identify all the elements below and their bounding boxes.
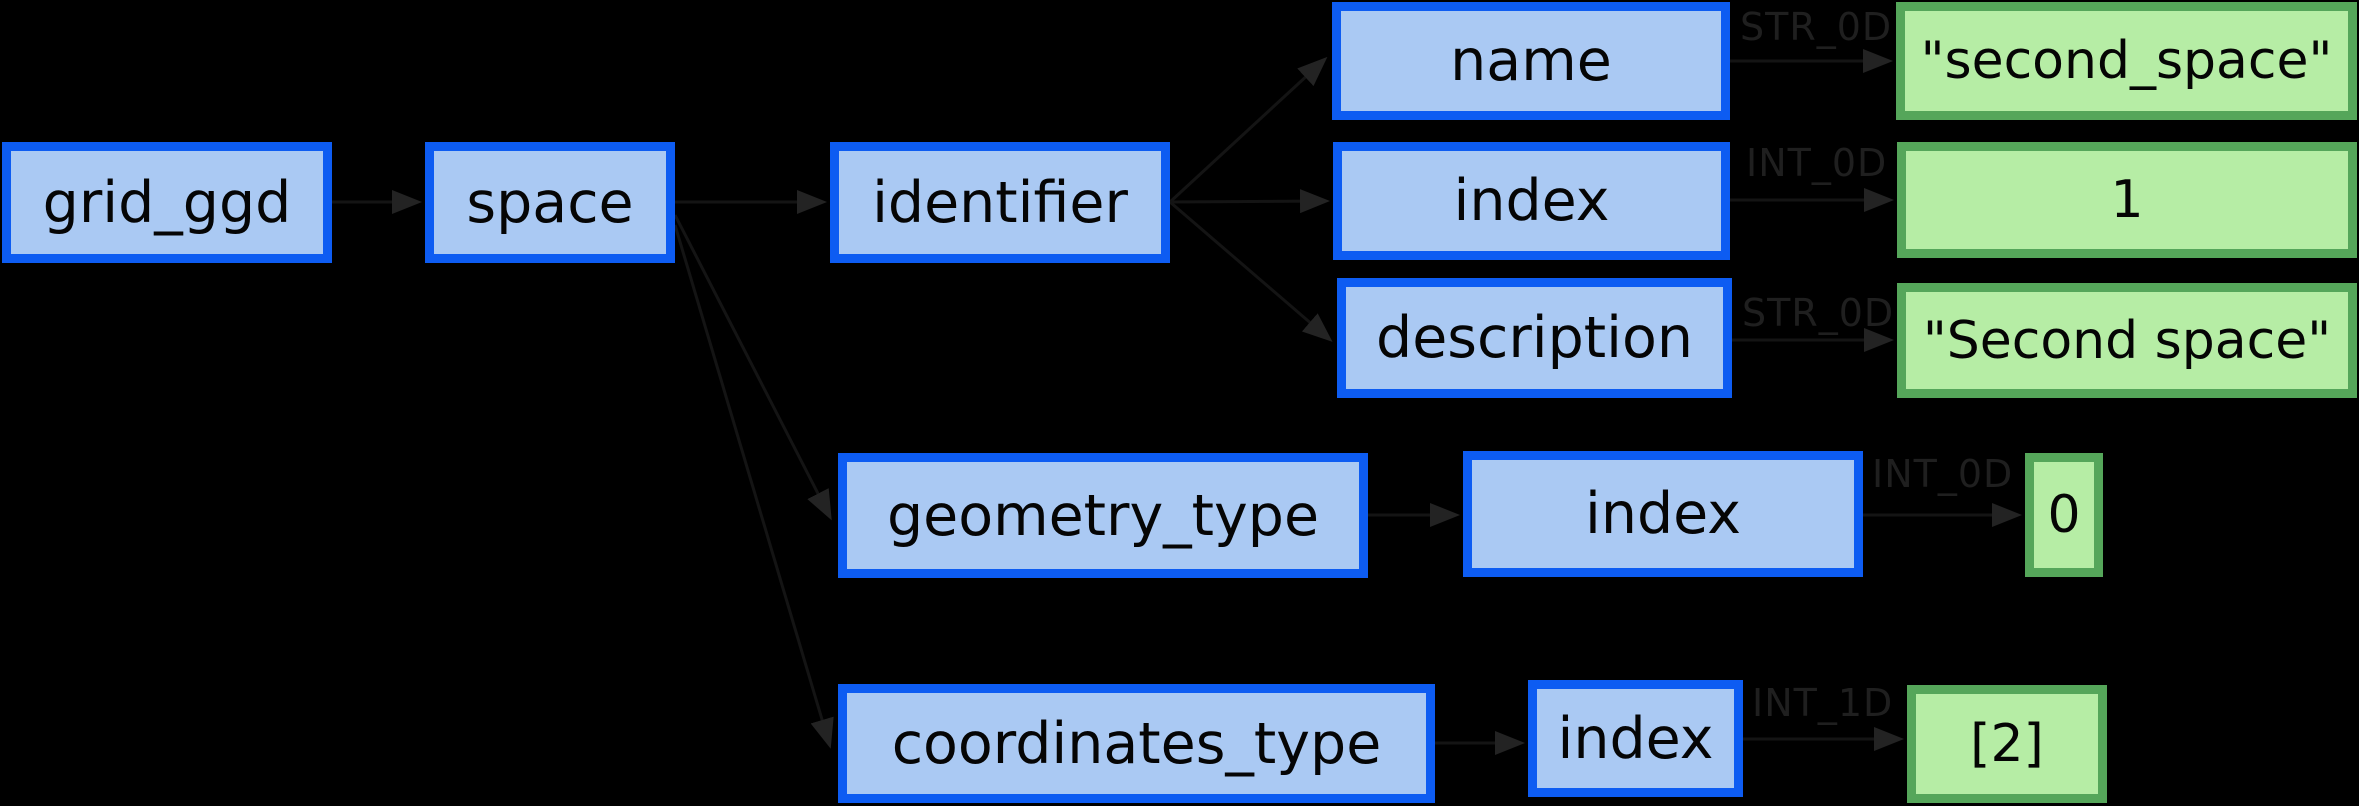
value-geometry-index-0: 0 <box>2025 453 2103 577</box>
node-grid-ggd: grid_ggd <box>2 142 332 263</box>
value-coordinates-index-2: [2] <box>1907 685 2107 803</box>
node-description: description <box>1337 278 1732 398</box>
node-coordinates-type: coordinates_type <box>838 684 1435 803</box>
node-name: name <box>1332 2 1730 120</box>
node-identifier: identifier <box>830 142 1170 263</box>
node-coordinates-type-index: index <box>1528 680 1743 797</box>
edge-label-str0d-name: STR_0D <box>1740 5 1893 49</box>
edge-label-int1d-coordinates: INT_1D <box>1752 681 1894 725</box>
edge-label-int0d-index: INT_0D <box>1746 141 1888 185</box>
node-identifier-index: index <box>1333 142 1730 260</box>
node-geometry-type-index: index <box>1463 451 1863 577</box>
edge-label-str0d-description: STR_0D <box>1742 291 1895 335</box>
value-name-second-space: "second_space" <box>1896 2 2357 120</box>
node-geometry-type: geometry_type <box>838 453 1368 578</box>
edge-label-int0d-geometry: INT_0D <box>1872 452 2014 496</box>
value-description-second-space: "Second space" <box>1897 283 2357 398</box>
node-space: space <box>425 142 675 263</box>
value-index-1: 1 <box>1897 142 2357 258</box>
